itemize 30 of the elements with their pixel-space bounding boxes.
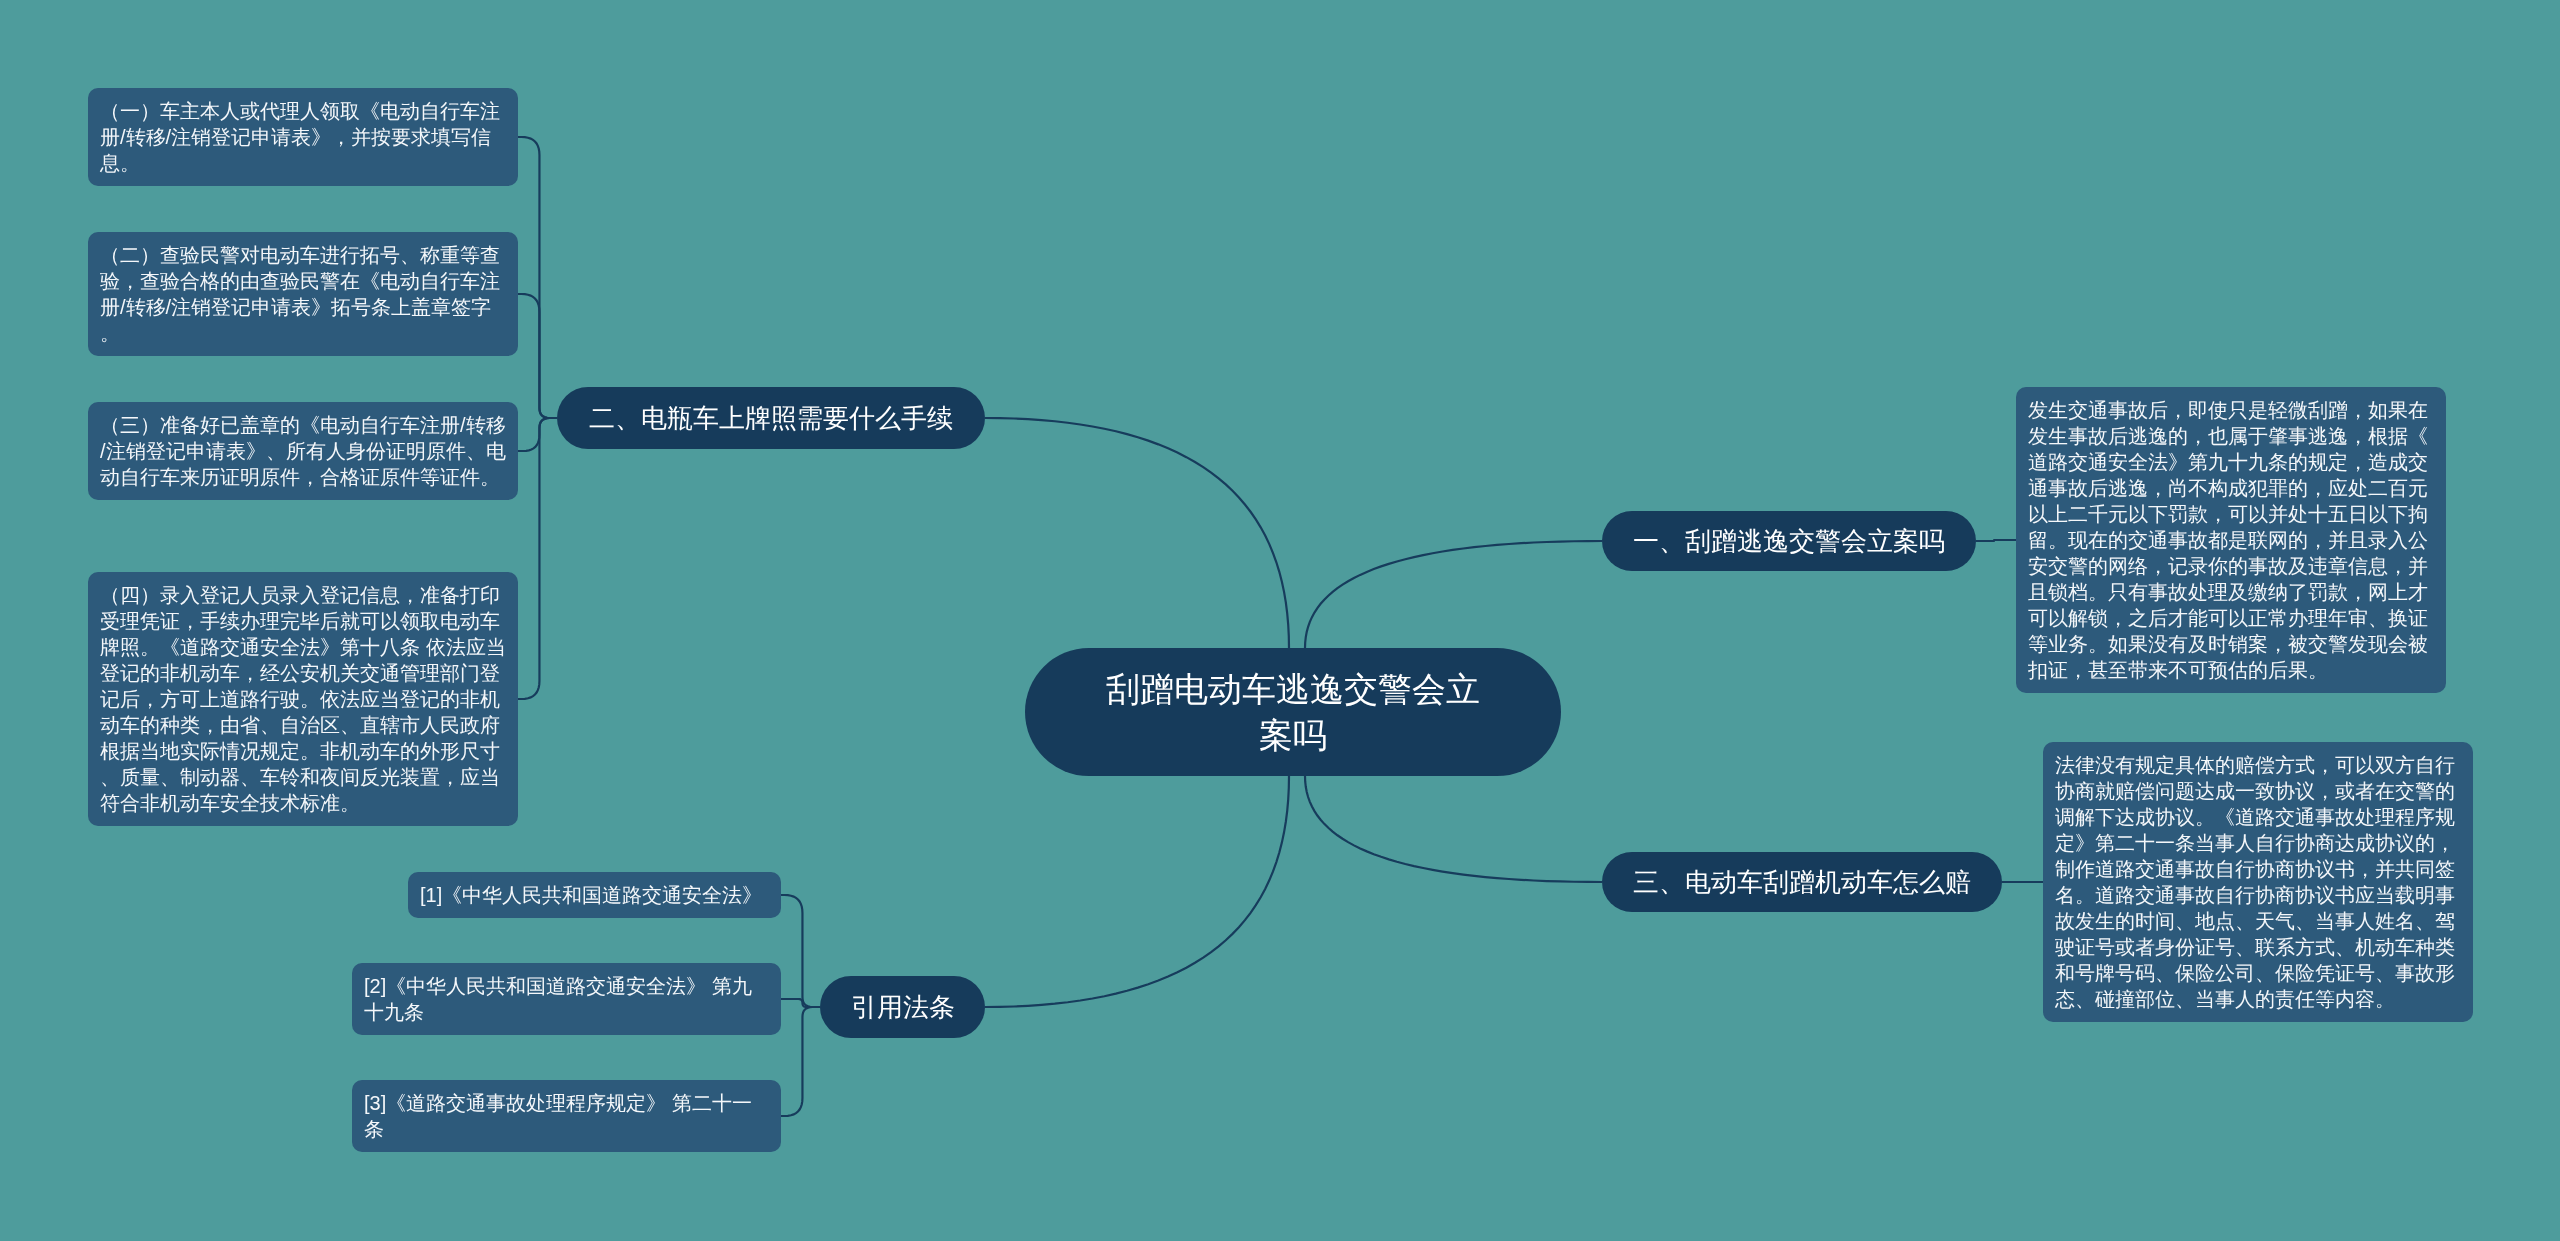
note-text: （一）车主本人或代理人领取《电动自行车注册/转移/注销登记申请表》，并按要求填写信息。 (100, 99, 501, 176)
connector-line (985, 776, 1291, 1009)
connector-line (1303, 539, 1602, 649)
note-card (88, 232, 518, 356)
note-card (88, 88, 518, 186)
topic-text: 三、电动车刮蹭机动车怎么赔 (1633, 865, 1971, 899)
note-card (352, 1080, 781, 1152)
connector-line (781, 1005, 820, 1118)
topic-text: 引用法条 (850, 990, 955, 1024)
topic-text: 二、电瓶车上牌照需要什么手续 (589, 401, 953, 435)
note-text: （三）准备好已盖章的《电动自行车注册/转移/注销登记申请表》、所有人身份证明原件、电动自行车来历证明原件，合格证原件等证件。 (100, 413, 506, 490)
note-card (352, 963, 781, 1035)
connector-line (1303, 775, 1602, 884)
note-text: 发生交通事故后，即使只是轻微刮蹭，如果在发生事故后逃逸的，也属于肇事逃逸，根据《道路交通安全法》第九十九条的规定，造成交通事故后逃逸，尚不构成犯罪的，应处二百元以上二千元以下罚款，可以并处十五日以下拘留。现在的交通事故都是联网的，并且录入公安交警的网络，记录你的事故及违章信息，并且锁档。只有事故处理及缴纳了罚款，网上才可以解锁，之后才能可以正常办理年审、换证等业务。如果没有及时销案，被交警发现会被扣证，甚至带来不可预估的后果。 (2028, 398, 2429, 683)
topic-text: 一、刮蹭逃逸交警会立案吗 (1633, 524, 1945, 558)
note-text: [2]《中华人民共和国道路交通安全法》 第九十九条 (364, 974, 753, 1025)
note-text: （二）查验民警对电动车进行拓号、称重等查验，查验合格的由查验民警在《电动自行车注册/转移/注销登记申请表》拓号条上盖章签字。 (100, 243, 501, 346)
connector-line (1976, 538, 2016, 543)
connector-line (985, 416, 1291, 648)
note-text: （四）录入登记人员录入登记信息，准备打印受理凭证，手续办理完毕后就可以领取电动车牌照。《道路交通安全法》第十八条 依法应当登记的非机动车，经公安机关交通管理部门登记后，方可上道路行驶。依法应当登记的非机动车的种类，由省、自治区、直辖市人民政府根据当地实际情况规定。非机动车的外形尺寸、质量、制动器、车铃和夜间反光装置，应当符合非机动车安全技术标准。 (100, 583, 506, 816)
connector-line (518, 416, 557, 701)
note-card (88, 402, 518, 500)
topic-pill (1602, 852, 2002, 912)
central-topic-text: 刮蹭电动车逃逸交警会立案吗 (1105, 669, 1481, 756)
note-text: [3]《道路交通事故处理程序规定》 第二十一条 (364, 1091, 753, 1142)
note-text: 法律没有规定具体的赔偿方式，可以双方自行协商就赔偿问题达成一致协议，或者在交警的调解下达成协议。《道路交通事故处理程序规定》第二十一条当事人自行协商达成协议的，制作道路交通事故自行协商协议书，并共同签名。道路交通事故自行协商协议书应当载明事故发生的时间、地点、天气、当事人姓名、驾驶证号或者身份证号、联系方式、机动车种类和号牌号码、保险公司、保险凭证号、事故形态、碰撞部位、当事人的责任等内容。 (2055, 753, 2456, 1012)
note-card (408, 872, 781, 918)
connector-line (2002, 880, 2043, 884)
note-text: [1]《中华人民共和国道路交通安全法》 (420, 883, 764, 908)
topic-pill (1602, 511, 1976, 571)
